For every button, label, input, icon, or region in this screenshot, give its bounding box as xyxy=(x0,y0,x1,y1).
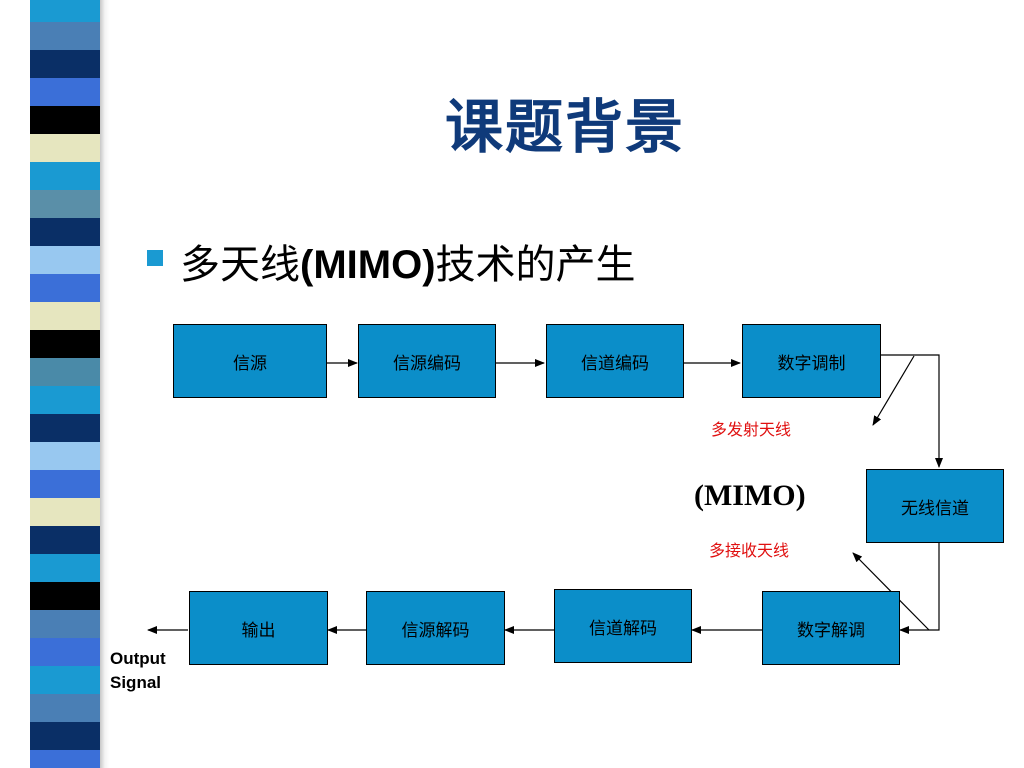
mimo-label: (MIMO) xyxy=(694,479,806,512)
decorative-stripe xyxy=(30,386,102,418)
decorative-stripe xyxy=(30,442,102,474)
decorative-stripe xyxy=(30,722,102,754)
decorative-stripe xyxy=(30,106,102,138)
bullet-text: 多天线(MIMO)技术的产生 xyxy=(180,232,636,290)
decorative-stripe xyxy=(30,414,102,446)
decorative-stripe xyxy=(30,666,102,698)
decorative-stripe xyxy=(30,330,102,362)
node-digital-modulation: 数字调制 xyxy=(742,324,881,398)
node-channel-encoding: 信道编码 xyxy=(546,324,684,398)
node-channel-decoding: 信道解码 xyxy=(554,589,692,663)
bullet-square-icon xyxy=(147,250,163,266)
decorative-stripe-bar xyxy=(30,0,102,768)
decorative-stripe xyxy=(30,134,102,166)
node-source-encoding: 信源编码 xyxy=(358,324,496,398)
decorative-stripe xyxy=(30,470,102,502)
output-signal-line2: Signal xyxy=(110,673,162,692)
decorative-stripe xyxy=(30,638,102,670)
arrow-modulation-to-wireless-channel xyxy=(880,354,943,468)
stripe-shadow xyxy=(100,0,110,768)
decorative-stripe xyxy=(30,218,102,250)
output-signal-line1: Output xyxy=(110,649,166,668)
decorative-stripe xyxy=(30,526,102,558)
bullet-text-prefix: 多天线 xyxy=(180,242,300,288)
decorative-stripe xyxy=(30,582,102,614)
multi-receive-antenna-label: 多接收天线 xyxy=(709,541,790,560)
bullet-text-mimo: (MIMO) xyxy=(300,243,436,287)
multi-transmit-antenna-label: 多发射天线 xyxy=(711,420,792,439)
node-source-decoding: 信源解码 xyxy=(366,591,505,665)
node-digital-demodulation: 数字解调 xyxy=(762,591,900,665)
decorative-stripe xyxy=(30,0,102,26)
decorative-stripe xyxy=(30,498,102,530)
decorative-stripe xyxy=(30,358,102,390)
decorative-stripe xyxy=(30,190,102,222)
node-source: 信源 xyxy=(173,324,327,398)
node-output: 输出 xyxy=(189,591,328,665)
decorative-stripe xyxy=(30,22,102,54)
decorative-stripe xyxy=(30,554,102,586)
decorative-stripe xyxy=(30,78,102,110)
node-wireless-channel: 无线信道 xyxy=(866,469,1004,543)
decorative-stripe xyxy=(30,274,102,306)
page-title: 课题背景 xyxy=(444,93,685,161)
arrow-wireless-channel-to-demodulation xyxy=(899,542,940,634)
decorative-stripe xyxy=(30,302,102,334)
decorative-stripe xyxy=(30,50,102,82)
decorative-stripe xyxy=(30,162,102,194)
bullet-text-suffix: 技术的产生 xyxy=(435,242,636,288)
decorative-stripe xyxy=(30,750,102,768)
decorative-stripe xyxy=(30,610,102,642)
decorative-stripe xyxy=(30,694,102,726)
decorative-stripe xyxy=(30,246,102,278)
transmit-antenna-line xyxy=(872,355,915,426)
